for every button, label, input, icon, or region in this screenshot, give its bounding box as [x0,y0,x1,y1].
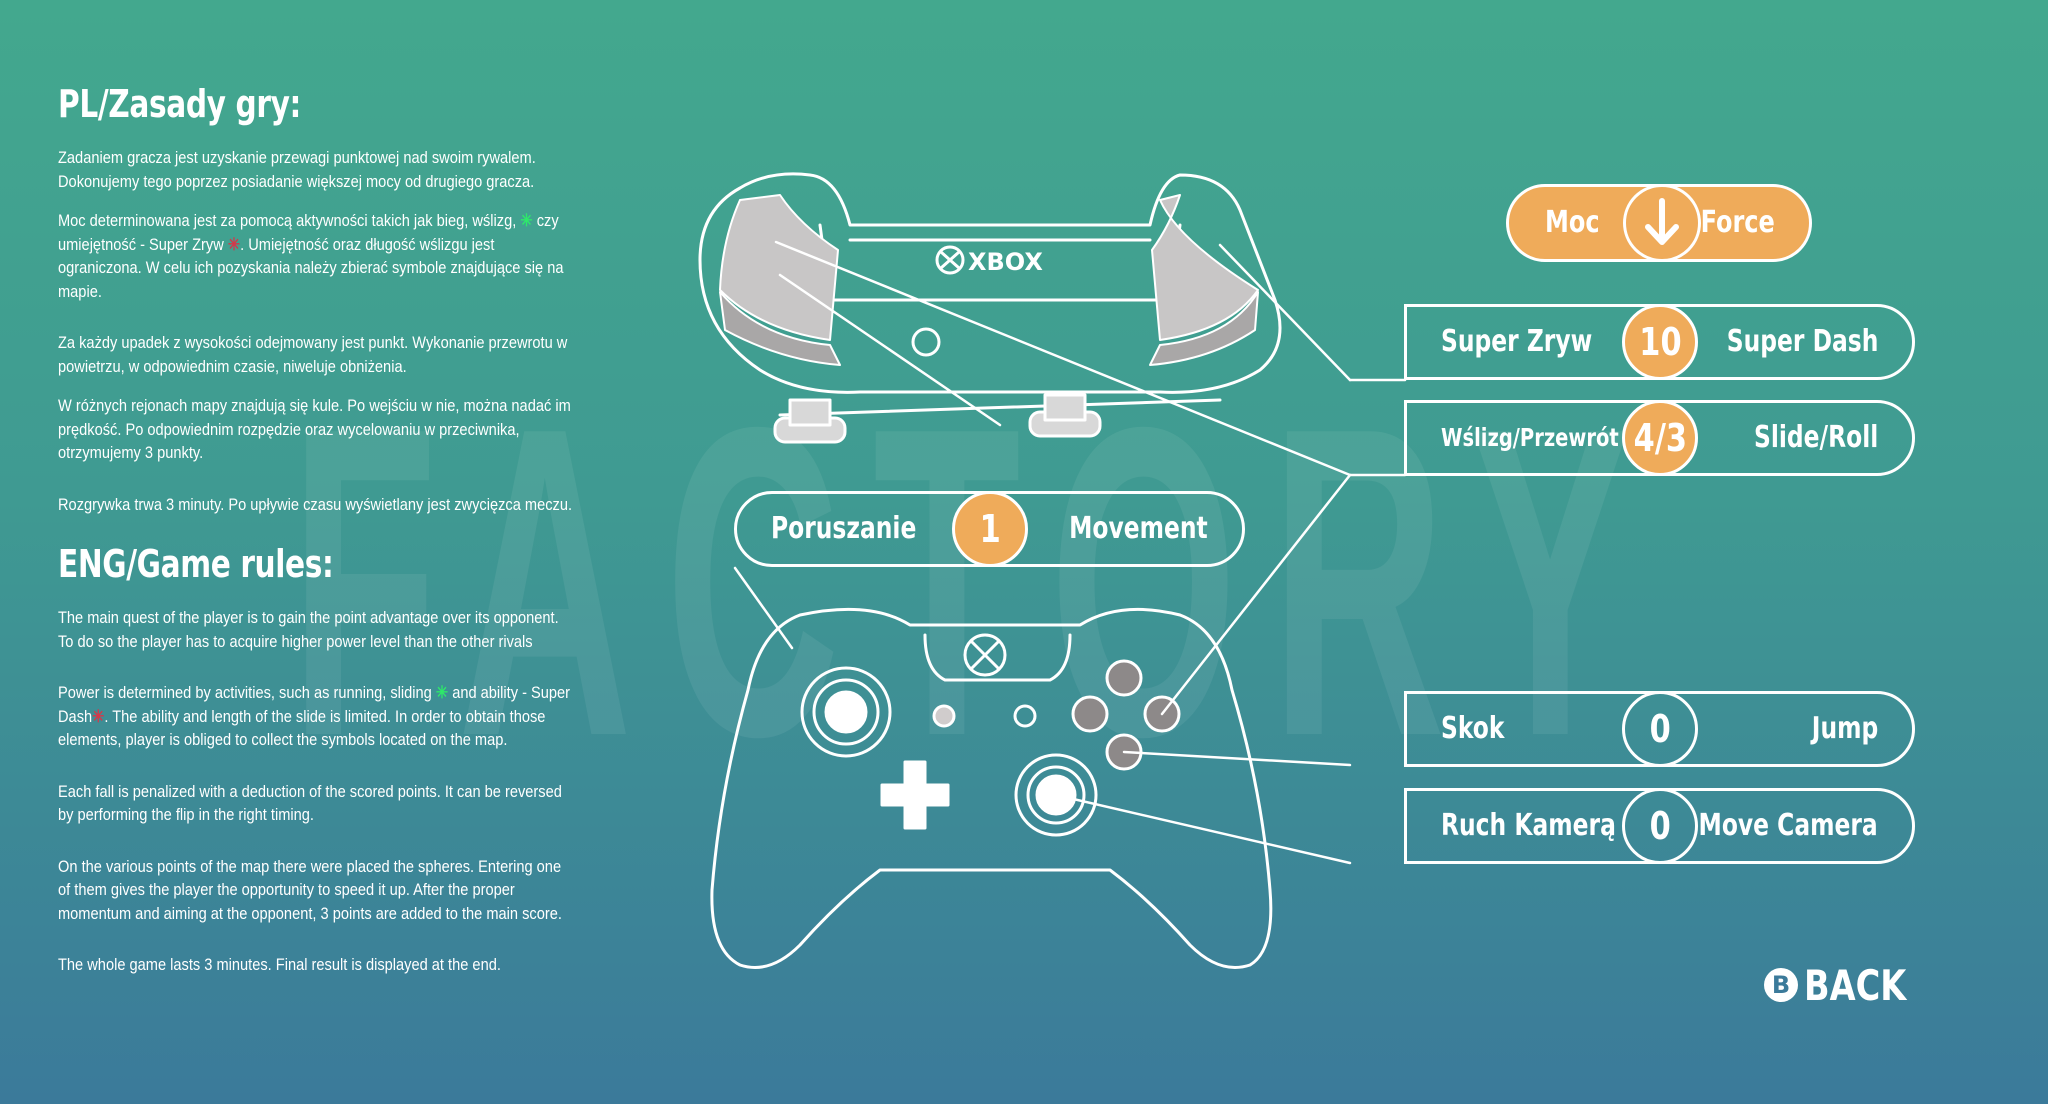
red-star-icon: ✳ [92,706,105,726]
red-star-icon: ✳ [227,234,241,254]
badge-super-dash: 10 [1622,304,1698,380]
back-button[interactable]: B BACK [1764,960,1932,1010]
arrow-down-icon [1623,184,1701,262]
eng-paragraph-5: The whole game lasts 3 minutes. Final re… [58,955,501,974]
controller-front-view [710,607,1273,969]
badge-jump: 0 [1622,691,1698,767]
rules-panel: PL/Zasady gry: Zadaniem gracza jest uzys… [58,82,572,993]
back-label: BACK [1804,960,1907,1010]
pl-paragraph-5: Rozgrywka trwa 3 minuty. Po upływie czas… [58,494,573,514]
xbox-brand-label: XBOX [968,248,1043,276]
xbox-logo-icon [935,245,965,275]
control-super-dash: Super Zryw 10 Super Dash [1404,304,1915,380]
pl-paragraph-2: Moc determinowana jest za pomocą aktywno… [58,211,564,301]
moc-force-label: Moc Force [1506,184,1812,262]
eng-heading: ENG/Game rules: [58,542,334,586]
pl-paragraph-4: W różnych rejonach mapy znajdują się kul… [58,396,571,462]
badge-movement: 1 [952,491,1028,567]
control-movement: Poruszanie 1 Movement [734,491,1245,567]
control-jump: Skok 0 Jump [1404,691,1915,767]
control-camera: Ruch Kamerą 0 Move Camera [1404,788,1915,864]
b-button-icon: B [1764,968,1798,1002]
pl-paragraph-1: Zadaniem gracza jest uzyskanie przewagi … [58,148,536,191]
green-star-icon: ✳ [435,683,449,702]
eng-paragraph-3: Each fall is penalized with a deduction … [58,781,562,825]
eng-paragraph-1: The main quest of the player is to gain … [58,608,559,651]
pl-paragraph-3: Za każdy upadek z wysokości odejmowany j… [58,333,568,376]
green-star-icon: ✳ [520,211,533,230]
control-slide: Wślizg/Przewrót 4/3 Slide/Roll [1404,400,1915,476]
badge-camera: 0 [1622,788,1698,864]
pl-heading: PL/Zasady gry: [58,82,301,126]
controller-top-view [698,172,1282,444]
badge-slide: 4/3 [1622,400,1698,476]
eng-paragraph-4: On the various points of the map there w… [58,856,562,923]
eng-paragraph-2: Power is determined by activities, such … [58,683,571,749]
